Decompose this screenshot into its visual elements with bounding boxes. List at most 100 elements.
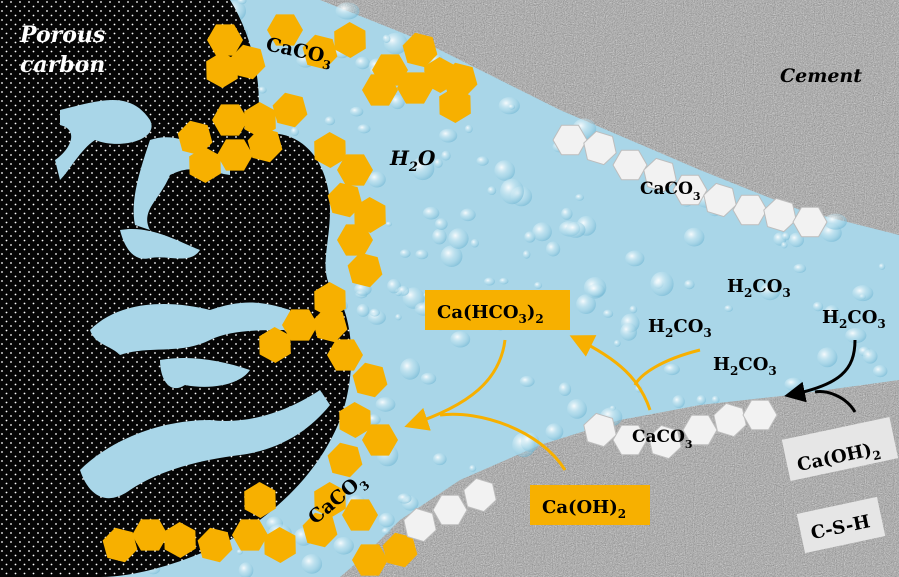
water-droplet bbox=[440, 245, 463, 267]
water-droplet bbox=[355, 56, 370, 70]
hexagon-icon bbox=[282, 309, 318, 341]
water-droplet bbox=[508, 104, 516, 110]
water-droplet bbox=[565, 221, 586, 238]
hexagon-icon bbox=[337, 154, 373, 186]
water-droplet bbox=[824, 213, 847, 230]
water-droplet bbox=[258, 86, 267, 94]
water-droplet bbox=[422, 206, 440, 220]
water-droplet bbox=[620, 323, 637, 341]
hexagon-icon bbox=[189, 147, 221, 183]
hexagon-icon bbox=[463, 477, 497, 513]
water-droplet bbox=[464, 124, 473, 134]
water-droplet bbox=[824, 305, 840, 323]
water-droplet bbox=[333, 537, 354, 555]
water-droplet bbox=[519, 375, 535, 387]
hexagon-icon bbox=[792, 206, 828, 238]
carbonic-acid-arrow bbox=[784, 339, 857, 403]
water-droplet bbox=[487, 186, 497, 196]
caco3-crystals-white bbox=[403, 124, 828, 543]
water-droplet bbox=[575, 194, 584, 201]
water-droplet bbox=[500, 178, 524, 205]
water-droplet bbox=[484, 277, 495, 286]
hexagon-icon bbox=[382, 532, 418, 568]
water-droplet bbox=[684, 279, 695, 290]
hexagon-icon bbox=[397, 72, 433, 104]
hexagon-icon bbox=[267, 14, 303, 46]
hexagon-icon bbox=[244, 482, 276, 518]
hexagon-icon bbox=[763, 197, 797, 233]
csh-box bbox=[796, 496, 886, 554]
water-droplet bbox=[432, 228, 447, 245]
hexagon-icon bbox=[314, 482, 346, 518]
water-droplet bbox=[301, 554, 323, 574]
water-droplet bbox=[448, 228, 469, 249]
water-droplet bbox=[433, 453, 447, 466]
water-droplet bbox=[369, 308, 380, 317]
hexagon-icon bbox=[362, 424, 398, 456]
water-droplet bbox=[852, 285, 874, 302]
water-droplet bbox=[567, 399, 587, 419]
water-droplet bbox=[545, 423, 564, 441]
water-droplet bbox=[817, 347, 838, 368]
hexagon-icon bbox=[217, 139, 253, 171]
water-droplet bbox=[460, 208, 476, 222]
hexagon-icon bbox=[314, 282, 346, 318]
water-droplet bbox=[781, 232, 791, 241]
hexagon-icon bbox=[402, 32, 438, 68]
water-droplet bbox=[711, 395, 720, 404]
water-droplet bbox=[499, 277, 509, 285]
reaction-arrow-join bbox=[439, 412, 567, 471]
ca-hco3-2-box bbox=[425, 290, 570, 330]
hexagon-icon bbox=[612, 149, 648, 181]
water-droplet bbox=[385, 221, 392, 227]
water-droplet bbox=[236, 549, 243, 555]
water-droplet bbox=[397, 493, 412, 504]
water-droplet bbox=[450, 331, 471, 348]
water-droplet bbox=[812, 301, 824, 312]
water-droplet bbox=[561, 207, 573, 220]
h2co3-label-a: H2CO3 bbox=[727, 276, 791, 300]
porous-carbon-label-line1: Porous bbox=[19, 22, 105, 48]
hexagon-icon bbox=[247, 127, 283, 163]
water-droplet bbox=[878, 263, 886, 270]
water-droplet bbox=[435, 218, 448, 231]
hexagon-icon bbox=[164, 522, 196, 558]
water-droplet bbox=[382, 34, 391, 43]
water-droplet bbox=[411, 156, 435, 181]
caco3-crystals-orange bbox=[102, 14, 478, 576]
hexagon-icon bbox=[612, 424, 648, 456]
carbon-pore bbox=[160, 358, 250, 389]
hexagon-icon bbox=[339, 402, 371, 438]
water-droplet bbox=[613, 339, 621, 347]
h2co3-label-b: H2CO3 bbox=[648, 316, 712, 340]
hexagon-icon bbox=[272, 92, 308, 128]
hexagon-icon bbox=[682, 414, 718, 446]
water-droplet bbox=[576, 294, 596, 315]
water-droplet bbox=[368, 171, 386, 188]
ca-hco3-2-label: Ca(HCO3)2 bbox=[437, 302, 544, 326]
water-droplet bbox=[696, 395, 707, 405]
hexagon-icon bbox=[232, 519, 268, 551]
ca-oh-2-box bbox=[530, 485, 650, 525]
water-droplet bbox=[399, 249, 411, 258]
water-droplet bbox=[375, 397, 396, 412]
cement-ca-oh-2-box bbox=[781, 417, 899, 481]
hexagon-icon bbox=[327, 182, 363, 218]
water-droplet bbox=[532, 222, 552, 242]
water-droplet bbox=[789, 232, 804, 248]
hexagon-icon bbox=[442, 62, 478, 98]
water-droplet bbox=[415, 249, 429, 260]
caco3-label-white-lower: CaCO3 bbox=[632, 427, 693, 451]
porous-carbon-label-line2: carbon bbox=[20, 52, 105, 78]
water-droplet bbox=[494, 160, 515, 181]
hexagon-icon bbox=[327, 442, 363, 478]
hexagon-icon bbox=[230, 44, 266, 80]
water-droplet bbox=[397, 285, 410, 296]
water-droplet bbox=[378, 512, 395, 528]
hexagon-icon bbox=[334, 22, 366, 58]
water-droplet bbox=[237, 0, 247, 5]
hexagon-icon bbox=[432, 494, 468, 526]
water-droplet bbox=[356, 303, 370, 317]
hexagon-icon bbox=[352, 362, 388, 398]
